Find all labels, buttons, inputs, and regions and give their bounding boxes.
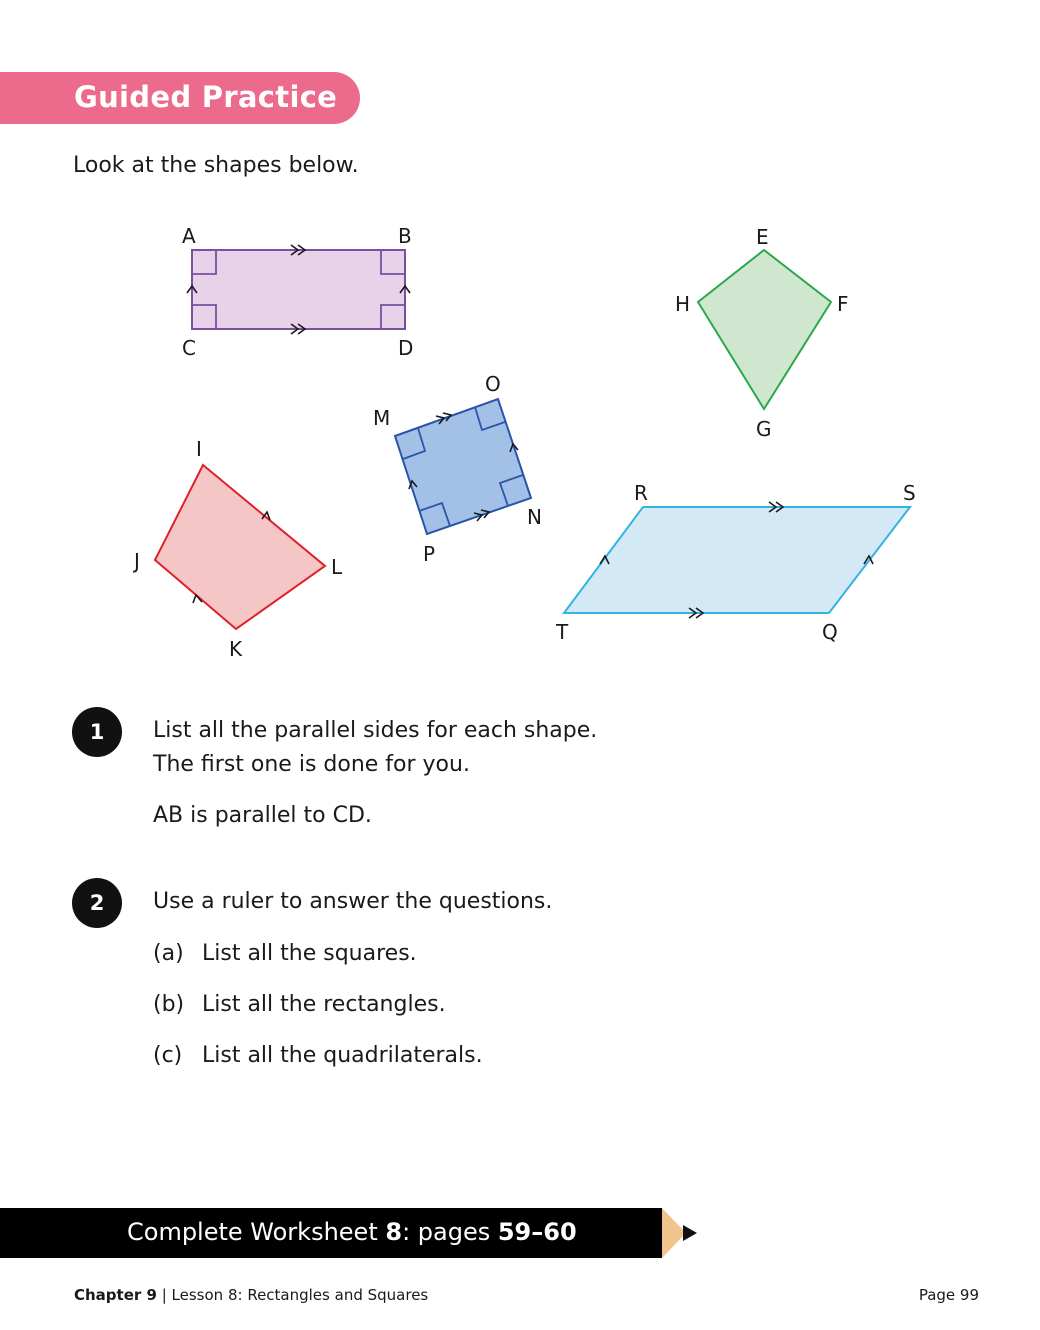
parallel-mark-rs bbox=[768, 501, 785, 513]
label-b: B bbox=[398, 224, 412, 248]
quadrilateral-ijkl: I J K L bbox=[132, 437, 343, 661]
question-1-badge: 1 bbox=[72, 707, 122, 757]
worksheet-prefix: Complete Worksheet bbox=[127, 1218, 386, 1246]
worksheet-number: 8 bbox=[385, 1218, 403, 1246]
label-h: H bbox=[675, 292, 690, 316]
label-f: F bbox=[837, 292, 849, 316]
question-2b-text: List all the rectangles. bbox=[202, 992, 446, 1017]
worksheet-bar: Complete Worksheet 8: pages 59–60 bbox=[0, 1208, 662, 1258]
parallel-mark-pn bbox=[473, 509, 491, 522]
footer-separator: | bbox=[156, 1286, 172, 1304]
worksheet-pages: 59–60 bbox=[497, 1218, 577, 1246]
label-j: J bbox=[132, 549, 140, 573]
question-2c-text: List all the quadrilaterals. bbox=[202, 1043, 483, 1068]
label-i: I bbox=[196, 437, 202, 461]
question-2c-letter: (c) bbox=[153, 1043, 183, 1068]
question-2a-text: List all the squares. bbox=[202, 941, 417, 966]
label-m: M bbox=[373, 406, 390, 430]
label-n: N bbox=[527, 505, 542, 529]
page-footer-left: Chapter 9 | Lesson 8: Rectangles and Squ… bbox=[74, 1286, 428, 1304]
label-e: E bbox=[756, 225, 769, 249]
parallel-mark-on bbox=[509, 442, 519, 453]
section-title: Guided Practice bbox=[74, 80, 338, 114]
shapes-figure: A B C D E F G H I J K L M N O P bbox=[132, 224, 916, 661]
label-o: O bbox=[485, 372, 501, 396]
label-c: C bbox=[182, 336, 196, 360]
parallel-mark-mp bbox=[408, 479, 418, 490]
label-r: R bbox=[634, 481, 648, 505]
question-1-line-1: List all the parallel sides for each sha… bbox=[153, 718, 598, 743]
label-l: L bbox=[331, 555, 343, 579]
parallel-mark-mo bbox=[435, 412, 453, 425]
section-banner: Guided Practice bbox=[0, 72, 360, 124]
worksheet-text: Complete Worksheet 8: pages 59–60 bbox=[127, 1218, 577, 1246]
label-q: Q bbox=[822, 620, 838, 644]
kite-efgh: E F G H bbox=[675, 225, 849, 441]
question-2-text: Use a ruler to answer the questions. bbox=[153, 889, 553, 914]
footer-lesson: Lesson 8: Rectangles and Squares bbox=[171, 1286, 429, 1304]
intro-text: Look at the shapes below. bbox=[73, 153, 359, 178]
parallel-mark-ab bbox=[290, 244, 307, 256]
question-1-line-2: The first one is done for you. bbox=[153, 752, 470, 777]
square-mnop: M N O P bbox=[373, 372, 542, 566]
parallel-mark-bd bbox=[399, 284, 411, 294]
worksheet-middle: : pages bbox=[402, 1218, 498, 1246]
label-t: T bbox=[555, 620, 569, 644]
label-s: S bbox=[903, 481, 916, 505]
label-g: G bbox=[756, 417, 772, 441]
footer-chapter: Chapter 9 bbox=[74, 1286, 157, 1304]
pencil-tip-icon bbox=[662, 1208, 697, 1258]
label-a: A bbox=[182, 224, 196, 248]
parallel-mark-rt bbox=[599, 554, 610, 565]
parallelogram-rsqt: R S Q T bbox=[555, 481, 916, 644]
parallel-mark-jk bbox=[192, 593, 203, 604]
parallel-mark-ac bbox=[186, 284, 198, 294]
parallel-mark-il bbox=[261, 510, 271, 521]
question-2b-letter: (b) bbox=[153, 992, 185, 1017]
rectangle-abcd: A B C D bbox=[182, 224, 413, 360]
parallel-mark-tq bbox=[688, 607, 705, 619]
label-k: K bbox=[229, 637, 243, 661]
label-p: P bbox=[423, 542, 435, 566]
question-1-example: AB is parallel to CD. bbox=[153, 803, 372, 828]
parallel-mark-cd bbox=[290, 323, 307, 335]
page-number: Page 99 bbox=[918, 1286, 979, 1304]
parallel-mark-sq bbox=[863, 554, 874, 565]
label-d: D bbox=[398, 336, 413, 360]
question-2a-letter: (a) bbox=[153, 941, 184, 966]
question-2-badge: 2 bbox=[72, 878, 122, 928]
